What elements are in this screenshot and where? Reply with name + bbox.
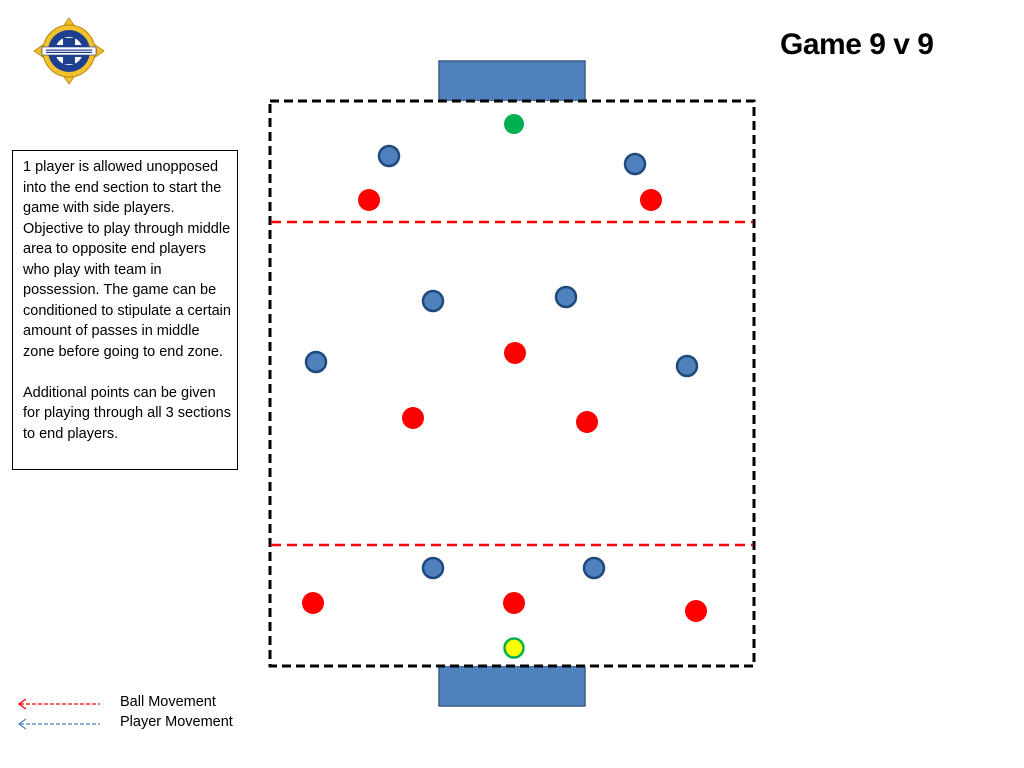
- instructions-textbox: 1 player is allowed unopposed into the e…: [12, 150, 238, 470]
- ifa-crest-logo: [32, 16, 106, 86]
- blue-dashed-arrow-icon: [17, 718, 100, 730]
- blue-player: [421, 556, 445, 580]
- instructions-paragraph: 1 player is allowed unopposed into the e…: [23, 159, 231, 360]
- page-title: Game 9 v 9: [780, 28, 934, 61]
- legend-label: Player Movement: [120, 714, 233, 730]
- top-goal: [438, 60, 586, 102]
- ifa-crest-icon: [33, 17, 105, 85]
- red-dashed-arrow-icon: [17, 698, 100, 710]
- green-keeper: [504, 114, 524, 134]
- blue-player: [582, 556, 606, 580]
- pitch-boundary: [268, 99, 756, 668]
- red-player: [503, 592, 525, 614]
- blue-player: [421, 289, 445, 313]
- legend-label: Ball Movement: [120, 694, 216, 710]
- blue-player: [675, 354, 699, 378]
- instructions-paragraph: Additional points can be given for playi…: [23, 384, 231, 442]
- blue-player: [554, 285, 578, 309]
- blue-player: [304, 350, 328, 374]
- blue-player: [377, 144, 401, 168]
- red-player: [504, 342, 526, 364]
- red-player: [358, 189, 380, 211]
- yellow-keeper: [503, 637, 525, 659]
- blue-player: [623, 152, 647, 176]
- red-player: [685, 600, 707, 622]
- red-player: [402, 407, 424, 429]
- red-player: [302, 592, 324, 614]
- bottom-goal: [438, 665, 586, 707]
- red-player: [640, 189, 662, 211]
- red-player: [576, 411, 598, 433]
- pitch-area: [270, 101, 754, 666]
